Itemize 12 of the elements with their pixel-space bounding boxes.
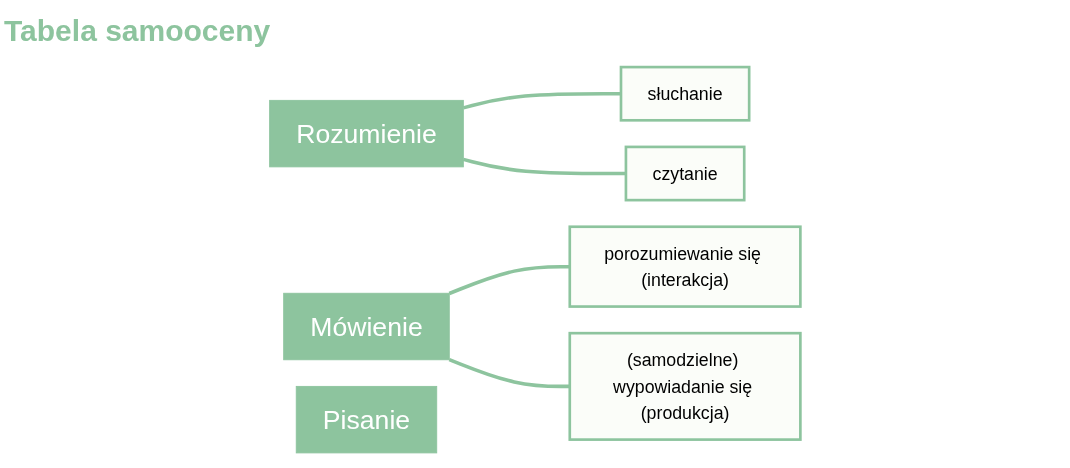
node-box: Rozumienie bbox=[269, 99, 464, 168]
connector bbox=[462, 157, 626, 176]
node-box: czytanie bbox=[624, 145, 746, 202]
node-box: Pisanie bbox=[295, 385, 438, 454]
connector bbox=[448, 264, 570, 296]
title: Tabela samooceny bbox=[4, 14, 271, 48]
connector bbox=[462, 91, 621, 110]
node-box: słuchanie bbox=[619, 65, 751, 122]
node-box: porozumiewanie się (interakcja) bbox=[568, 225, 802, 308]
connector bbox=[448, 357, 570, 389]
node-box: (samodzielne) wypowiadanie się (produkcja) bbox=[568, 331, 802, 441]
node-box: Mówienie bbox=[283, 292, 450, 361]
